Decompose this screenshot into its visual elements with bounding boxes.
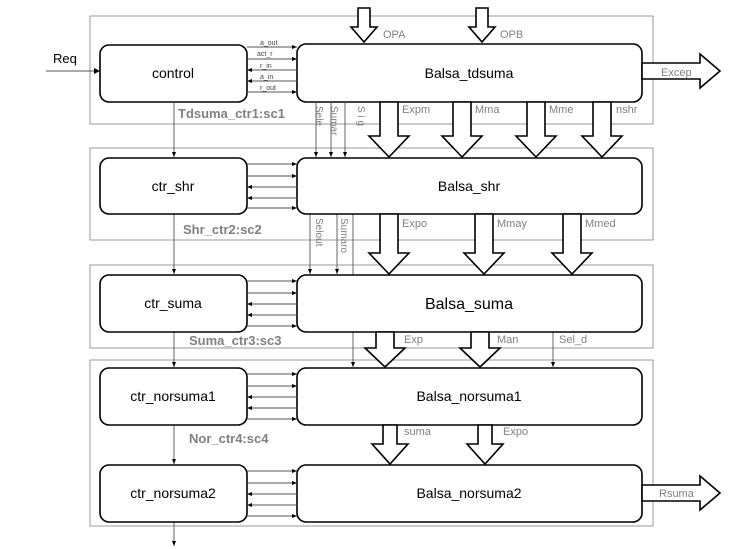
ctr-norsuma1-block: [99, 367, 248, 426]
balsa-suma-label: Balsa_suma: [425, 296, 513, 313]
mme-label: Mme: [549, 104, 573, 116]
handshake-wires-3: [247, 279, 297, 328]
sele-label: Sele: [313, 106, 324, 126]
mmed-label: Mmed: [585, 218, 616, 230]
suma-label: suma: [404, 426, 432, 438]
sumaro-label: Sumaro: [338, 218, 349, 253]
handshake-wires-2: [247, 162, 297, 210]
sel-d-label: Sel_d: [559, 334, 587, 346]
balsa-shr-block: [296, 157, 643, 215]
stage-label-sc1: Tdsuma_ctr1:sc1: [178, 106, 285, 121]
ctr-shr-label: ctr_shr: [152, 178, 195, 194]
exp-label: Exp: [404, 334, 423, 346]
control-label: control: [152, 65, 194, 81]
handshake-label-a-out: a_out: [260, 40, 278, 47]
balsa-norsuma1-label: Balsa_norsuma1: [416, 388, 521, 404]
excep-arrow: [641, 52, 722, 90]
mmay-label: Mmay: [497, 218, 527, 230]
stage3-output-arrows: [362, 331, 503, 369]
req-label: Req: [53, 51, 77, 66]
opb-label: OPB: [500, 29, 523, 41]
balsa-norsuma1-block: [296, 367, 643, 426]
handshake-wires-5: [247, 469, 297, 518]
ctr-suma-block: [99, 274, 248, 333]
stage2-output-arrows: [367, 213, 594, 276]
balsa-tdsuma-label: Balsa_tdsuma: [425, 65, 514, 81]
ctr-suma-label: ctr_suma: [144, 295, 202, 311]
sumar-label: Sumar: [328, 106, 339, 136]
selout-label: Selout: [313, 218, 324, 247]
expo-label-2: Expo: [503, 426, 528, 438]
handshake-wires-4: [247, 372, 297, 421]
handshake-wires-1: [247, 45, 297, 94]
expm-label: Expm: [402, 104, 430, 116]
handshake-label-a-in: a_in: [260, 74, 273, 81]
expo-label-1: Expo: [402, 218, 427, 230]
control-block: [99, 44, 248, 103]
balsa-suma-block: [296, 274, 643, 333]
stage-frame-2: [89, 147, 654, 241]
balsa-norsuma2-label: Balsa_norsuma2: [416, 485, 521, 501]
ctr-norsuma2-label: ctr_norsuma2: [130, 485, 216, 501]
ctr-norsuma2-block: [99, 464, 248, 523]
stage4-inner-arrows: [370, 424, 505, 466]
rsuma-label: Rsuma: [659, 488, 695, 500]
s-partial-label: S i g: [355, 106, 366, 126]
nshr-label: nshr: [616, 104, 638, 116]
ctr-shr-block: [99, 157, 248, 215]
handshake-label-r-out: r_out: [260, 85, 276, 92]
stage-frame-4: [89, 359, 654, 527]
opa-arrow: [349, 7, 379, 44]
stage-label-sc3: Suma_ctr3:sc3: [189, 333, 282, 348]
stage-label-sc2: Shr_ctr2:sc2: [183, 222, 262, 237]
ctr-norsuma1-label: ctr_norsuma1: [130, 388, 216, 404]
handshake-label-act-r: act_r: [257, 51, 273, 58]
mma-label: Mma: [475, 104, 500, 116]
handshake-label-r-in: r_in: [260, 63, 272, 70]
rsuma-arrow: [641, 474, 722, 512]
control-flow-wires: [172, 102, 176, 546]
opa-label: OPA: [383, 29, 406, 41]
excep-label: Excep: [661, 67, 692, 79]
balsa-shr-label: Balsa_shr: [438, 178, 501, 194]
stage-label-sc4: Nor_ctr4:sc4: [189, 431, 269, 446]
man-label: Man: [497, 334, 518, 346]
stage1-output-arrows: [367, 101, 624, 159]
opb-arrow: [467, 7, 497, 44]
